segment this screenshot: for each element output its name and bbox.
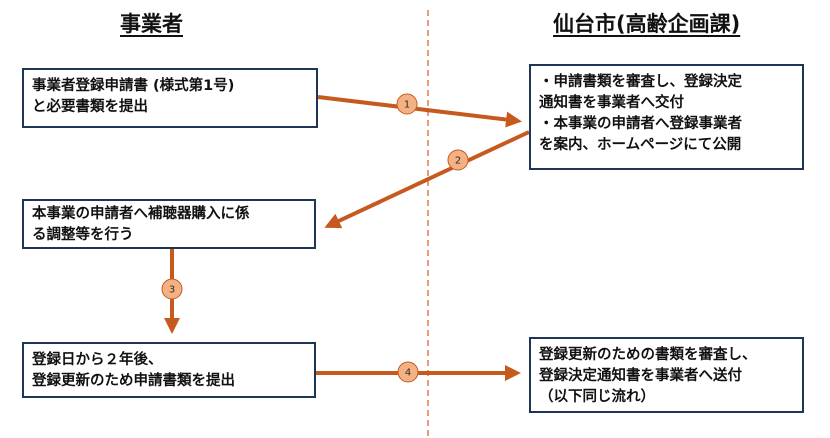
sendai-city-heading: 仙台市(高齢企画課) bbox=[553, 12, 741, 36]
renewal-application-box: 登録日から２年後、 登録更新のため申請書類を提出 bbox=[22, 342, 316, 398]
box-line: 登録決定通知書を事業者へ送付 bbox=[539, 368, 742, 384]
box-line: 登録更新のための書類を審査し、 bbox=[539, 347, 757, 363]
renewal-review-box: 登録更新のための書類を審査し、 登録決定通知書を事業者へ送付 （以下同じ流れ） bbox=[529, 337, 804, 413]
box-line: 本事業の申請者へ補聴器購入に係 bbox=[32, 206, 250, 222]
step-badge-1: 1 bbox=[396, 93, 418, 115]
apply-registration-box: 事業者登録申請書 (様式第1号) と必要書類を提出 bbox=[22, 68, 318, 128]
box-line: ・申請書類を審査し、登録決定 bbox=[539, 74, 742, 90]
review-application-box: ・申請書類を審査し、登録決定 通知書を事業者へ交付 ・本事業の申請者へ登録事業者… bbox=[529, 64, 804, 170]
step-number-4: 4 bbox=[405, 368, 411, 379]
box-line: る調整等を行う bbox=[32, 227, 134, 243]
box-line: 通知書を事業者へ交付 bbox=[539, 95, 684, 111]
step-badge-2: 2 bbox=[447, 149, 469, 171]
step-number-3: 3 bbox=[169, 285, 175, 296]
step-badge-4: 4 bbox=[397, 361, 419, 383]
arrow-step-2 bbox=[324, 130, 530, 229]
box-line: を案内、ホームページにて公開 bbox=[539, 137, 742, 153]
box-line: 登録更新のため申請書類を提出 bbox=[32, 373, 235, 389]
purchase-adjustment-box: 本事業の申請者へ補聴器購入に係 る調整等を行う bbox=[22, 199, 316, 249]
box-line: ・本事業の申請者へ登録事業者 bbox=[539, 116, 742, 132]
step-number-1: 1 bbox=[404, 100, 410, 111]
box-line: と必要書類を提出 bbox=[32, 99, 148, 115]
box-line: 事業者登録申請書 (様式第1号) bbox=[32, 78, 235, 94]
box-line: 登録日から２年後、 bbox=[32, 352, 163, 368]
box-line: （以下同じ流れ） bbox=[539, 389, 655, 405]
step-badge-3: 3 bbox=[161, 278, 183, 300]
step-number-2: 2 bbox=[455, 156, 461, 167]
arrow-step-1 bbox=[317, 95, 522, 128]
business-operator-heading: 事業者 bbox=[120, 12, 183, 36]
